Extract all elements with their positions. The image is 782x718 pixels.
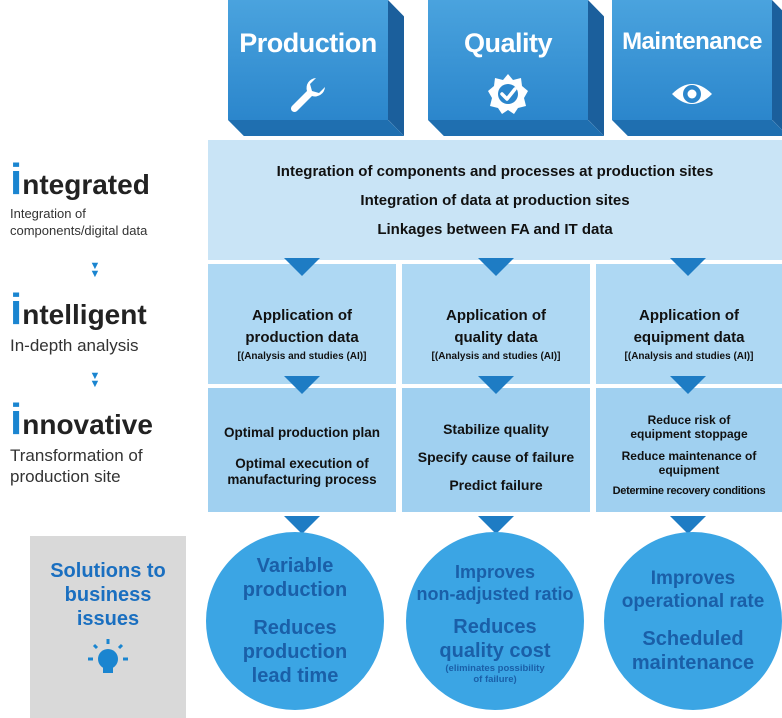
application-title: Application of equipment data: [633, 306, 745, 346]
header-title: Quality: [463, 28, 553, 58]
stage-intelligent: intelligent In-depth analysis: [10, 288, 147, 356]
down-triangle-icon: [478, 258, 514, 276]
outcome-item: Stabilize quality: [443, 421, 549, 437]
down-arrow-icon: ▼▼: [89, 370, 101, 390]
solutions-label: Solutions to business issues: [50, 560, 166, 630]
wrench-icon: [290, 78, 325, 113]
solution-circle-quality: Improves non-adjusted ratio Reduces qual…: [406, 532, 584, 710]
header-side: [588, 0, 604, 136]
header-bottom: [612, 120, 782, 136]
down-triangle-icon: [284, 376, 320, 394]
stage-title: nnovative: [22, 409, 153, 440]
outcome-item: Specify cause of failure: [417, 449, 575, 465]
circle-note: (eliminates possibility of failure): [445, 663, 545, 685]
outcome-item: Determine recovery conditions: [612, 485, 766, 497]
badge-check-icon: [488, 74, 528, 114]
stage-description: Integration of components/digital data: [10, 206, 148, 238]
outcome-item: Optimal execution of manufacturing proce…: [227, 455, 377, 487]
integration-panel: Integration of components and processes …: [208, 140, 782, 260]
application-note: [(Analysis and studies (AI)]: [431, 350, 561, 362]
header-side: [772, 0, 782, 136]
solution-circle-maintenance: Improves operational rate Scheduled main…: [604, 532, 782, 710]
application-title: Application of production data: [245, 306, 359, 346]
down-triangle-icon: [670, 258, 706, 276]
circle-line-1: Improves operational rate: [621, 568, 765, 612]
stage-title: ntelligent: [22, 299, 147, 330]
header-title: Maintenance: [622, 28, 762, 55]
solution-circle-production: Variable production Reduces production l…: [206, 532, 384, 710]
header-title: Production: [239, 28, 377, 58]
stage-integrated: integrated Integration of components/dig…: [10, 158, 150, 239]
down-triangle-icon: [478, 516, 514, 534]
eye-icon: [672, 84, 712, 104]
stage-innovative: innovative Transformation of production …: [10, 398, 153, 487]
stage-description: Transformation of production site: [10, 446, 143, 486]
stage-initial: i: [10, 155, 23, 204]
application-panel-quality: Application of quality data [(Analysis a…: [402, 264, 590, 384]
outcome-panel-quality: Stabilize quality Specify cause of failu…: [402, 388, 590, 512]
stage-description: In-depth analysis: [10, 336, 139, 355]
header-bottom: [428, 120, 604, 136]
integration-line: Integration of data at production sites: [360, 191, 630, 209]
outcome-item: Reduce maintenance of equipment: [621, 449, 757, 477]
outcome-item: Optimal production plan: [224, 424, 380, 440]
circle-line-2: Reduces production lead time: [242, 617, 348, 687]
solutions-box: Solutions to business issues: [30, 536, 186, 718]
header-bottom: [228, 120, 404, 136]
application-panel-production: Application of production data [(Analysi…: [208, 264, 396, 384]
outcome-panel-production: Optimal production plan Optimal executio…: [208, 388, 396, 512]
application-panel-equipment: Application of equipment data [(Analysis…: [596, 264, 782, 384]
application-note: [(Analysis and studies (AI)]: [624, 350, 754, 362]
circle-line-2: Scheduled maintenance: [631, 628, 755, 674]
application-title: Application of quality data: [446, 306, 546, 346]
circle-line-1: Variable production: [242, 555, 348, 601]
down-arrow-icon: ▼▼: [89, 260, 101, 280]
integration-line: Linkages between FA and IT data: [377, 220, 613, 238]
down-triangle-icon: [670, 516, 706, 534]
down-triangle-icon: [670, 376, 706, 394]
stage-initial: i: [10, 285, 23, 334]
header-side: [388, 0, 404, 136]
down-triangle-icon: [284, 516, 320, 534]
outcome-item: Predict failure: [449, 477, 543, 493]
stage-initial: i: [10, 395, 23, 444]
lightbulb-icon: [88, 639, 128, 673]
outcome-panel-equipment: Reduce risk of equipment stoppage Reduce…: [596, 388, 782, 512]
stage-title: ntegrated: [22, 169, 150, 200]
circle-line-2: Reduces quality cost: [439, 616, 551, 662]
circle-line-1: Improves non-adjusted ratio: [416, 562, 574, 604]
down-triangle-icon: [478, 376, 514, 394]
application-note: [(Analysis and studies (AI)]: [237, 350, 367, 362]
integration-line: Integration of components and processes …: [276, 162, 714, 180]
outcome-item: Reduce risk of equipment stoppage: [630, 413, 748, 441]
down-triangle-icon: [284, 258, 320, 276]
